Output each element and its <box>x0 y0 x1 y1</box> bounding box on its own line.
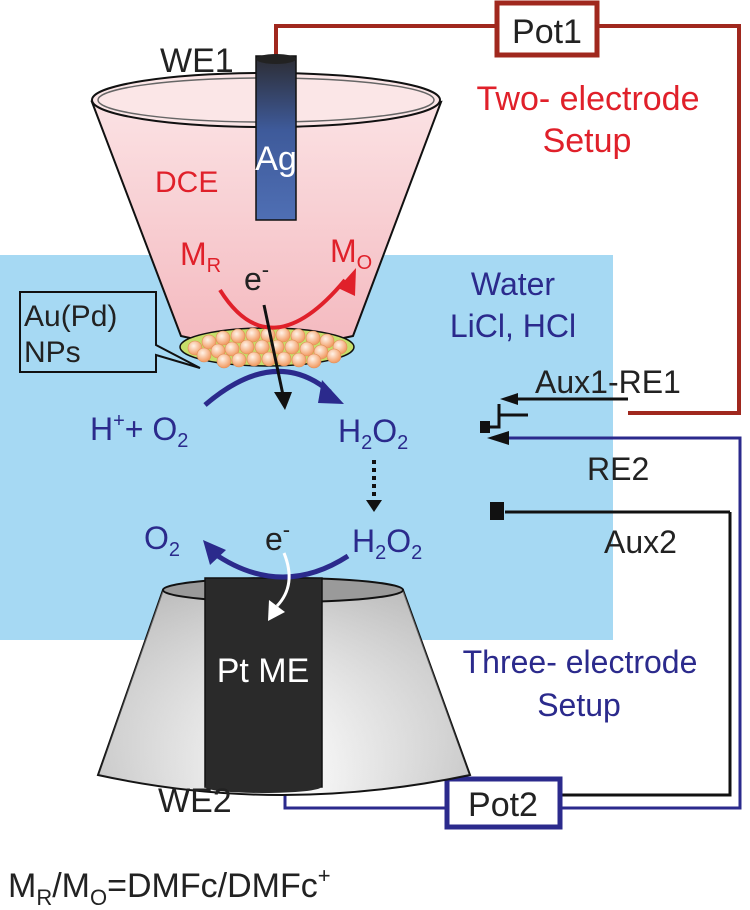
species-h-o2: H++ O2 <box>90 410 188 452</box>
species-h2o2-bottom: H2O2 <box>352 523 422 564</box>
top-blue-arrowhead <box>318 380 344 404</box>
electrolyte-label: LiCl, HCl <box>450 308 576 344</box>
species-h2o2-top: H2O2 <box>338 413 408 454</box>
np-label-line1: Au(Pd) <box>24 300 117 333</box>
bottom-blue-arc <box>210 549 350 580</box>
bottom-blue-arrowhead <box>203 540 226 565</box>
aux2-wire <box>505 510 732 797</box>
np-callout-box <box>19 291 201 373</box>
top-blue-arc <box>203 368 332 407</box>
pot1-box <box>494 0 600 58</box>
two-electrode-label: Two- electrode <box>477 80 700 118</box>
electron-arrowhead-bottom <box>268 600 285 621</box>
aux1-re1-label: Aux1-RE1 <box>535 364 681 400</box>
ag-label: Ag <box>255 140 297 178</box>
pt-me-label: Pt ME <box>217 652 310 690</box>
red-redox-arrow <box>218 278 347 330</box>
three-electrode-setup: Setup <box>537 687 621 723</box>
pot2-box <box>444 776 563 830</box>
electron-bottom: e- <box>265 517 290 557</box>
aux1-arrowhead <box>500 393 518 405</box>
electron-path-top <box>262 304 285 396</box>
dce-label: DCE <box>155 166 218 199</box>
aux2-label: Aux2 <box>604 524 677 560</box>
aux1-re1-electrode <box>485 404 528 429</box>
nanoparticle-layer-icon <box>179 327 355 369</box>
species-mr: MR <box>180 236 221 277</box>
pot1-label: Pot1 <box>512 13 582 51</box>
we2-label: WE2 <box>158 782 232 820</box>
electron-arrowhead-top <box>274 392 292 410</box>
two-electrode-circuit <box>274 24 741 415</box>
we1-label: WE1 <box>160 42 234 80</box>
aux1-re1-tip <box>480 421 490 433</box>
re2-label: RE2 <box>587 451 649 487</box>
electron-path-bottom <box>275 552 291 608</box>
water-label: Water <box>471 266 556 302</box>
pot2-label: Pot2 <box>468 786 538 824</box>
species-mo: MO <box>330 233 372 274</box>
aux2-electrode <box>490 502 504 520</box>
dotted-arrowhead <box>366 500 382 512</box>
electron-top: e- <box>244 257 269 297</box>
footer-legend: MR/MO=DMFc/DMFc+ <box>8 863 331 910</box>
two-electrode-setup: Setup <box>543 122 632 160</box>
ag-electrode-icon <box>255 55 297 221</box>
species-o2-bottom: O2 <box>144 520 180 561</box>
red-arrowhead <box>338 268 356 296</box>
re2-arrowhead <box>487 431 509 445</box>
three-electrode-label: Three- electrode <box>463 644 698 680</box>
np-label-line2: NPs <box>24 336 81 369</box>
